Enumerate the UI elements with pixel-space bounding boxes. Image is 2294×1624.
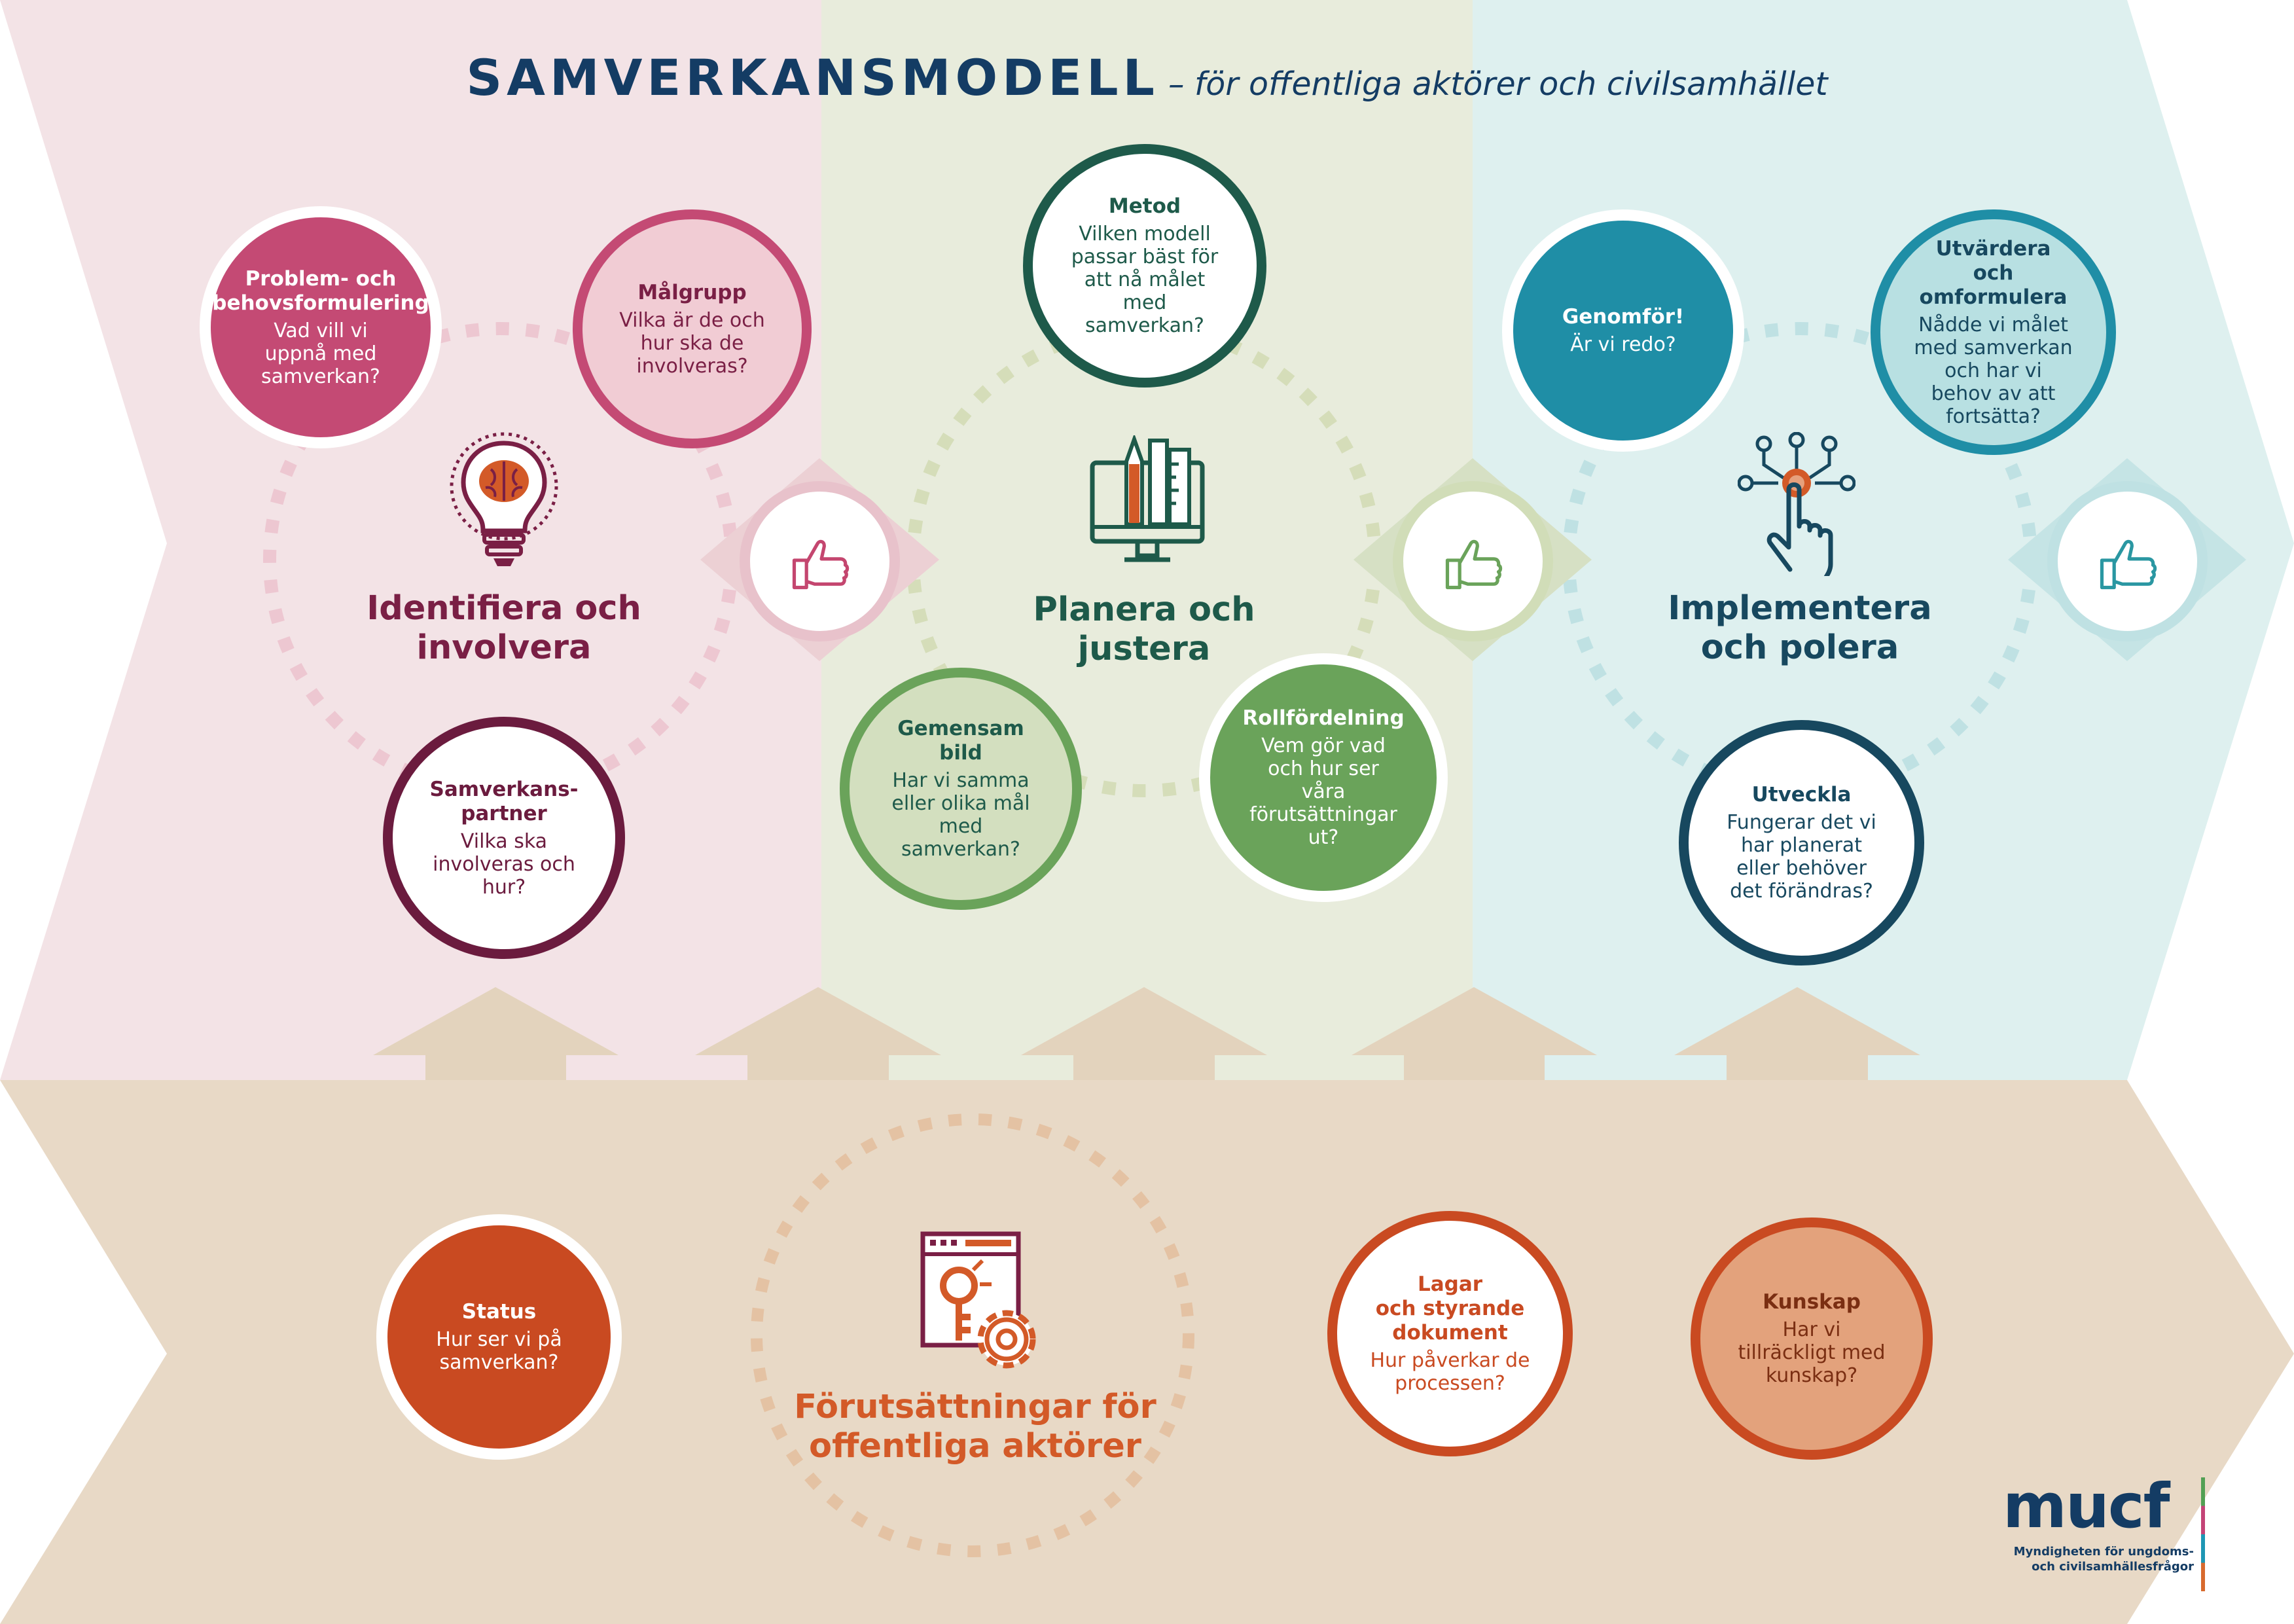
circle-question: Vem gör vad och hur ser våra förutsättni… xyxy=(1249,734,1397,849)
phase-label-plan: Planera och justera xyxy=(1033,590,1255,668)
circle-utveckla: Utveckla Fungerar det vi har planerat el… xyxy=(1679,720,1924,965)
thumb-connector-3 xyxy=(2047,481,2208,641)
thumb-connector-1 xyxy=(740,481,900,641)
circle-heading: Metod xyxy=(1108,194,1181,218)
phase-label-identify: Identifiera och involvera xyxy=(367,589,641,667)
thumbs-up-icon xyxy=(2100,539,2157,589)
circle-genomfor: Genomför! Är vi redo? xyxy=(1502,209,1744,452)
logo-tagline-1: Myndigheten för ungdoms- xyxy=(2013,1545,2194,1559)
circle-question: Har vi samma eller olika mål med samverk… xyxy=(891,769,1030,861)
circle-question: Är vi redo? xyxy=(1570,333,1676,356)
logo-tagline-2: och civilsamhällesfrågor xyxy=(2032,1560,2194,1574)
circle-heading: Samverkans- partner xyxy=(429,777,579,825)
up-arrow-3 xyxy=(1021,987,1267,1080)
circle-roll: Rollfördelning Vem gör vad och hur ser v… xyxy=(1199,653,1448,902)
circle-question: Har vi tillräckligt med kunskap? xyxy=(1738,1318,1886,1387)
circle-problem: Problem- och behovsformulering Vad vill … xyxy=(200,206,442,448)
hand-touch-circuit-icon xyxy=(1738,432,1855,576)
circle-question: Hur ser vi på samverkan? xyxy=(436,1328,562,1374)
up-arrow-2 xyxy=(695,987,941,1080)
circle-question: Vilken modell passar bäst för att nå mål… xyxy=(1071,223,1219,337)
circle-lagar: Lagar och styrande dokument Hur påverkar… xyxy=(1327,1211,1573,1456)
circle-question: Nådde vi målet med samverkan och har vi … xyxy=(1914,313,2073,428)
mucf-logo: mucf Myndigheten för ungdoms- och civils… xyxy=(2003,1471,2219,1591)
circle-heading: Utvärdera och omformulera xyxy=(1919,236,2068,309)
circle-heading: Utveckla xyxy=(1751,783,1852,806)
circle-heading: Gemensam bild xyxy=(897,717,1024,765)
logo-color-bar xyxy=(2201,1477,2205,1591)
up-arrow-1 xyxy=(373,987,618,1080)
circle-question: Fungerar det vi har planerat eller behöv… xyxy=(1727,811,1876,903)
circle-heading: Genomför! xyxy=(1562,305,1685,329)
circle-heading: Problem- och behovsformulering xyxy=(212,266,429,315)
circle-question: Vad vill vi uppnå med samverkan? xyxy=(261,319,380,388)
circle-kunskap: Kunskap Har vi tillräckligt med kunskap? xyxy=(1691,1218,1933,1460)
up-arrow-4 xyxy=(1352,987,1597,1080)
up-arrow-5 xyxy=(1674,987,1920,1080)
thumbs-up-icon xyxy=(1445,539,1502,589)
circle-question: Vilka är de och hur ska de involveras? xyxy=(619,308,765,378)
phase-band-pink xyxy=(0,0,821,1080)
lightbulb-brain-icon xyxy=(450,432,558,566)
circle-question: Vilka ska involveras och hur? xyxy=(433,829,575,899)
circle-heading: Målgrupp xyxy=(637,280,747,304)
circle-heading: Rollfördelning xyxy=(1242,706,1405,730)
circle-heading: Status xyxy=(461,1300,537,1324)
circle-utvardera: Utvärdera och omformulera Nådde vi målet… xyxy=(1871,209,2116,455)
title-subtitle: – för offentliga aktörer och civilsamhäl… xyxy=(1168,65,1828,103)
logo-wordmark: mucf xyxy=(2003,1471,2170,1542)
title-main: SAMVERKANSMODELL xyxy=(466,48,1159,107)
circle-heading: Lagar och styrande dokument xyxy=(1375,1272,1525,1344)
circle-question: Hur påverkar de processen? xyxy=(1370,1349,1530,1395)
circle-partner: Samverkans- partner Vilka ska involveras… xyxy=(383,717,625,959)
prereq-band xyxy=(0,1080,2294,1624)
monitor-pencil-ruler-icon xyxy=(1090,435,1205,562)
circle-status: Status Hur ser vi på samverkan? xyxy=(376,1214,622,1460)
cycle-ring-prereq xyxy=(751,1113,1194,1557)
circle-metod: Metod Vilken modell passar bäst för att … xyxy=(1023,144,1266,388)
page-title: SAMVERKANSMODELL– för offentliga aktörer… xyxy=(0,48,2294,107)
thumb-connector-2 xyxy=(1393,481,1553,641)
circle-malgrupp: Målgrupp Vilka är de och hur ska de invo… xyxy=(573,209,812,448)
phase-label-prereq: Förutsättningar för offentliga aktörer xyxy=(794,1388,1156,1466)
circle-gemensam: Gemensam bild Har vi samma eller olika m… xyxy=(840,668,1082,910)
phase-label-implement: Implementera och polera xyxy=(1668,589,1932,667)
circle-heading: Kunskap xyxy=(1763,1290,1861,1314)
up-arrows xyxy=(373,987,1920,1080)
browser-key-gear-icon xyxy=(920,1231,1036,1369)
thumbs-up-icon xyxy=(792,539,849,589)
